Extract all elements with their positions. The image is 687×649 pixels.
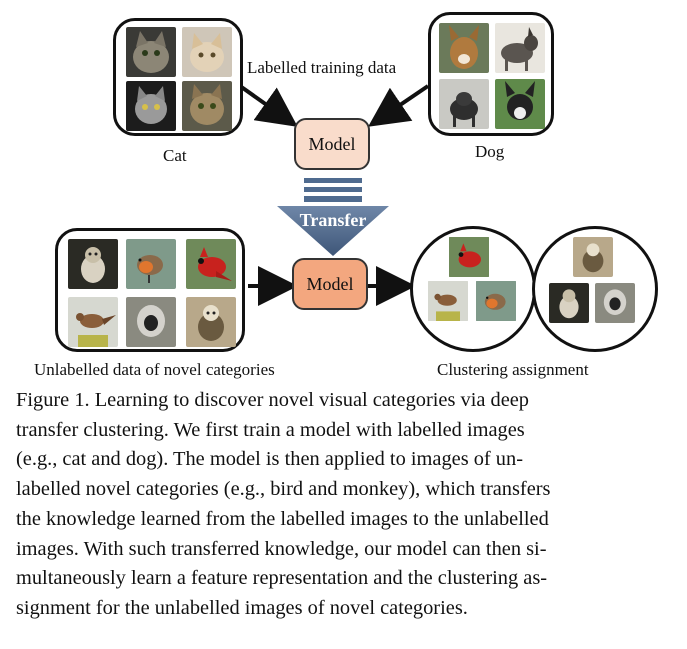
monkey-cluster-circle (532, 226, 658, 352)
caption-line: transfer clustering. We first train a mo… (16, 418, 525, 441)
bird-image-2 (186, 239, 236, 289)
cat-image-2 (182, 27, 232, 77)
model-box-top: Model (294, 118, 370, 170)
bird-cluster-circle (410, 226, 536, 352)
arrow-cat-to-model (238, 84, 298, 127)
dog-image-4 (495, 79, 545, 129)
monkey-image-3 (186, 297, 236, 347)
cluster-monkey-3 (595, 283, 635, 323)
cluster-bird-cardinal (448, 237, 490, 277)
transfer-label: Transfer (299, 210, 367, 230)
dog-image-2 (495, 23, 545, 73)
unlabelled-data-label: Unlabelled data of novel categories (34, 360, 275, 379)
transfer-arrow-icon (277, 178, 389, 256)
dog-image-1 (439, 23, 489, 73)
caption-line: images. With such transferred knowledge,… (16, 537, 547, 560)
cluster-monkey-1 (573, 237, 613, 277)
bird-image-1 (126, 239, 176, 289)
arrow-dog-to-model (368, 84, 430, 127)
cat-label: Cat (163, 146, 187, 165)
cluster-bird-robin (475, 281, 517, 321)
unlabelled-images-box (55, 228, 245, 352)
dog-image-3 (439, 79, 489, 129)
monkey-image-1 (68, 239, 118, 289)
cluster-monkey-2 (549, 283, 589, 323)
dog-label: Dog (475, 142, 505, 161)
cat-image-4 (182, 81, 232, 131)
caption-line: Figure 1. Learning to discover novel vis… (16, 389, 530, 411)
cat-image-3 (126, 81, 176, 131)
clustering-assignment-label: Clustering assignment (437, 360, 589, 379)
bird-image-3 (68, 297, 118, 347)
figure-caption: Figure 1. Learning to discover novel vis… (16, 386, 672, 624)
caption-line: the knowledge learned from the labelled … (16, 507, 549, 530)
caption-line: labelled novel categories (e.g., bird an… (16, 478, 551, 501)
cat-images-box (113, 18, 243, 136)
cat-image-1 (126, 27, 176, 77)
monkey-image-2 (126, 297, 176, 347)
labelled-training-data-label: Labelled training data (247, 58, 397, 77)
cluster-bird-wren (427, 281, 469, 321)
dog-images-box (428, 12, 554, 136)
caption-line: signment for the unlabelled images of no… (16, 596, 468, 619)
caption-line: multaneously learn a feature representat… (16, 567, 548, 590)
model-box-bottom: Model (292, 258, 368, 310)
caption-line: (e.g., cat and dog). The model is then a… (16, 448, 523, 471)
